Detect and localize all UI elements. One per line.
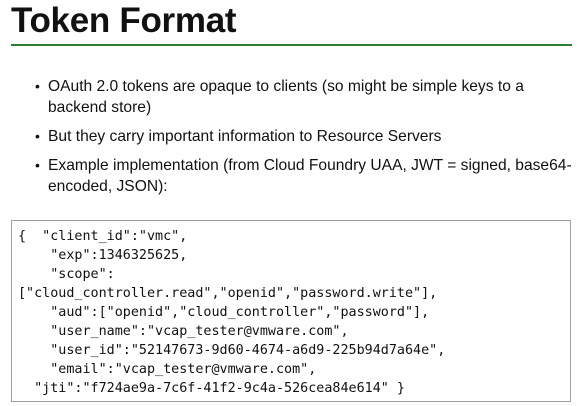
bullet-item: • But they carry important information t… bbox=[35, 126, 575, 147]
bullet-text: Example implementation (from Cloud Found… bbox=[48, 157, 572, 195]
bullet-item: • OAuth 2.0 tokens are opaque to clients… bbox=[35, 76, 575, 118]
code-line: "user_name":"vcap_tester@vmware.com", bbox=[18, 324, 349, 339]
json-code-box: { "client_id":"vmc", "exp":1346325625, "… bbox=[11, 220, 571, 402]
bullet-text: But they carry important information to … bbox=[48, 128, 442, 145]
bullet-text: OAuth 2.0 tokens are opaque to clients (… bbox=[48, 78, 524, 116]
bullet-item: • Example implementation (from Cloud Fou… bbox=[35, 155, 575, 197]
bullet-dot-icon: • bbox=[35, 157, 40, 173]
code-line: "email":"vcap_tester@vmware.com", bbox=[18, 362, 317, 377]
bullet-list: • OAuth 2.0 tokens are opaque to clients… bbox=[35, 76, 575, 205]
code-line: "jti":"f724ae9a-7c6f-41f2-9c4a-526cea84e… bbox=[18, 381, 405, 396]
code-line: ["cloud_controller.read","openid","passw… bbox=[18, 286, 438, 301]
slide-title: Token Format bbox=[11, 1, 237, 40]
title-underline bbox=[11, 44, 572, 46]
bullet-dot-icon: • bbox=[35, 78, 40, 94]
code-line: "user_id":"52147673-9d60-4674-a6d9-225b9… bbox=[18, 343, 446, 358]
bullet-dot-icon: • bbox=[35, 128, 40, 144]
code-line: { "client_id":"vmc", bbox=[18, 229, 188, 244]
code-line: "aud":["openid","cloud_controller","pass… bbox=[18, 305, 430, 320]
json-code-block: { "client_id":"vmc", "exp":1346325625, "… bbox=[18, 227, 570, 398]
code-line: "exp":1346325625, bbox=[18, 248, 188, 263]
code-line: "scope": bbox=[18, 267, 115, 282]
